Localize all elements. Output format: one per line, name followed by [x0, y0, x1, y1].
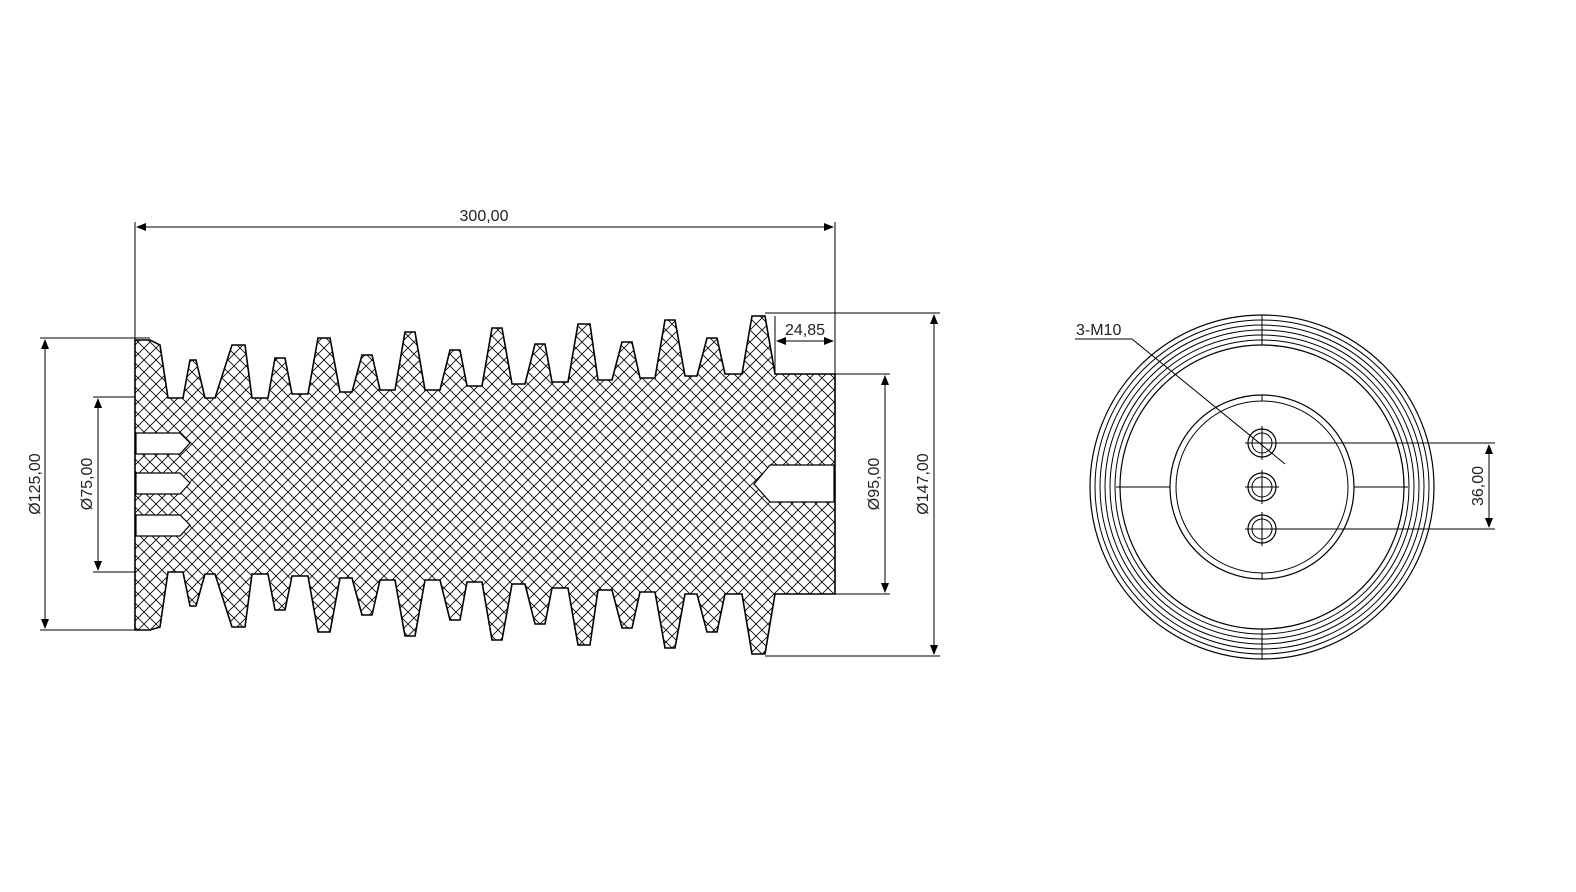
dim-left-outer-dia: Ø125,00	[27, 453, 44, 514]
thread-callout: 3-M10	[1076, 322, 1121, 339]
dim-end-length: 24,85	[785, 322, 825, 339]
dim-right-outer-dia: Ø147,00	[915, 453, 932, 514]
left-insert-holes	[135, 432, 191, 537]
dim-hole-spacing: 36,00	[1470, 466, 1487, 506]
insulator-body	[134, 315, 836, 655]
hole-bottom	[1245, 512, 1279, 546]
dim-left-inner-dia: Ø75,00	[79, 458, 96, 511]
hole-middle	[1245, 470, 1279, 504]
right-insert-hole	[753, 464, 835, 503]
hole-top	[1245, 426, 1279, 460]
dim-right-inner-dia: Ø95,00	[866, 458, 883, 511]
dim-overall-length: 300,00	[460, 208, 509, 225]
end-view: 3-M10 36,00	[1075, 314, 1495, 660]
side-view: 300,00 24,85 Ø125,00 Ø75,00 Ø95,00 Ø147,…	[27, 208, 940, 657]
